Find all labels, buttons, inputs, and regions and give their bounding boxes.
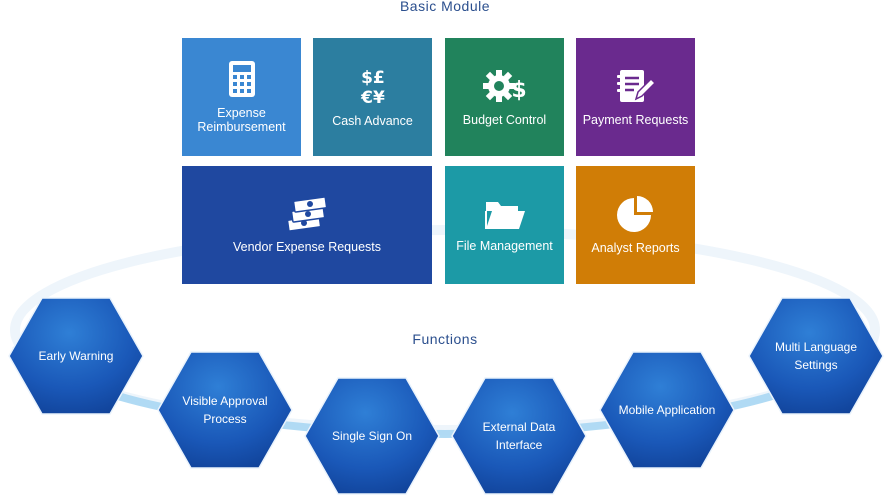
tile-cash-advance[interactable]: $£ €¥ Cash Advance (313, 38, 432, 156)
calculator-icon (228, 61, 255, 97)
svg-text:$: $ (511, 78, 526, 103)
tile-budget-control[interactable]: $ Budget Control (445, 38, 564, 156)
function-label: Visible Approval Process (182, 394, 268, 426)
functions-title: Functions (412, 331, 478, 347)
hexagon-shape (157, 351, 293, 469)
hexagon-shape (8, 297, 144, 415)
function-external-data-interface[interactable]: External Data Interface (451, 377, 587, 495)
function-label: Mobile Application (618, 403, 716, 417)
hexagon-shape (304, 377, 440, 495)
function-label: External Data Interface (482, 420, 556, 452)
tile-vendor-expense-requests[interactable]: Vendor Expense Requests (182, 166, 432, 284)
tile-label: Payment Requests (582, 113, 689, 127)
money-stack-icon (286, 196, 328, 232)
tile-label: Budget Control (462, 113, 547, 127)
basic-module-title: Basic Module (399, 0, 491, 14)
tile-label: Expense Reimbursement (197, 106, 286, 134)
function-visible-approval-process[interactable]: Visible Approval Process (157, 351, 293, 469)
tile-file-management[interactable]: File Management (445, 166, 564, 284)
function-label: Early Warning (38, 349, 114, 363)
currency-icon: $£ €¥ (360, 68, 385, 106)
tile-label: Analyst Reports (591, 241, 680, 255)
function-label: Multi Language Settings (774, 340, 858, 372)
tile-label: File Management (456, 239, 553, 253)
document-pen-icon (616, 70, 656, 102)
hexagon-shape (748, 297, 884, 415)
pie-chart-icon (616, 196, 653, 232)
function-multi-language-settings[interactable]: Multi Language Settings (748, 297, 884, 415)
tile-label: Cash Advance (332, 114, 413, 128)
folder-icon (484, 202, 525, 229)
function-mobile-application[interactable]: Mobile Application (599, 351, 735, 469)
tile-expense-reimbursement[interactable]: Expense Reimbursement (182, 38, 301, 156)
svg-text:$£: $£ (361, 68, 385, 88)
hexagon-shape (599, 351, 735, 469)
function-label: Single Sign On (331, 429, 413, 443)
function-single-sign-on[interactable]: Single Sign On (304, 377, 440, 495)
hexagon-shape (451, 377, 587, 495)
gear-dollar-icon: $ (482, 70, 526, 103)
svg-text:€¥: €¥ (360, 88, 385, 106)
function-early-warning[interactable]: Early Warning (8, 297, 144, 415)
tile-label: Vendor Expense Requests (232, 240, 382, 254)
tile-payment-requests[interactable]: Payment Requests (576, 38, 695, 156)
tile-analyst-reports[interactable]: Analyst Reports (576, 166, 695, 284)
